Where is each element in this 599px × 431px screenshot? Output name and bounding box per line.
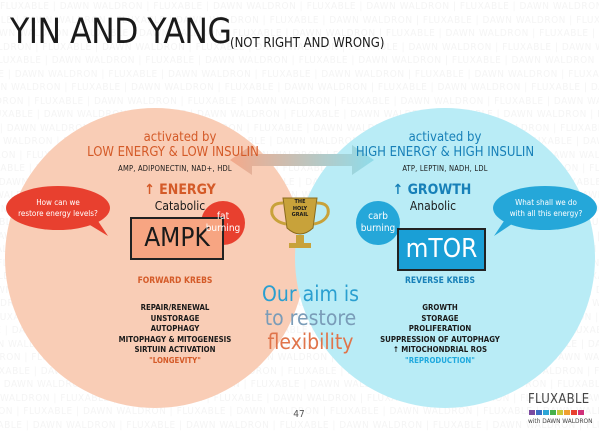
right-bubble-text: What shall we do with all this energy?: [509, 198, 583, 218]
brand-logo: FLUXABLE: [528, 392, 590, 407]
list-item: UNSTORAGE: [150, 313, 200, 323]
list-item: ↑ MITOCHONDRIAL ROS: [392, 345, 488, 355]
right-activated-label: activated by: [408, 130, 482, 145]
reproduction-label: "REPRODUCTION": [405, 355, 475, 365]
left-speech-bubble: [6, 186, 110, 230]
longevity-label: "LONGEVITY": [149, 355, 201, 365]
right-speech-bubble: [493, 186, 597, 230]
right-condition-label: HIGH ENERGY & HIGH INSULIN: [355, 145, 535, 160]
right-krebs-label: REVERSE KREBS: [405, 276, 475, 286]
up-arrow-icon: ↑: [392, 182, 404, 198]
up-arrow-icon: ↑: [144, 182, 155, 198]
left-markers: AMP, ADIPONECTIN, NAD+, HDL: [118, 164, 232, 173]
double-arrow-icon: [230, 145, 374, 175]
left-activated-label: activated by: [143, 130, 217, 145]
page-number: 47: [293, 409, 305, 420]
list-item: MITOPHAGY & MITOGENESIS: [118, 334, 232, 344]
mtor-box: mTOR: [397, 228, 486, 271]
ampk-label: AMPK: [144, 223, 210, 253]
brand-color-strip-icon: [529, 410, 584, 415]
carb-burning-text: carb burning: [360, 211, 396, 234]
list-item: SIRTUIN ACTIVATION: [134, 345, 216, 355]
list-item: PROLIFERATION: [408, 324, 472, 334]
left-mode-label: Catabolic: [154, 199, 206, 213]
left-condition-label: LOW ENERGY & LOW INSULIN: [87, 145, 259, 160]
mtor-label: mTOR: [405, 234, 478, 264]
brand-byline: with DAWN WALDRON: [528, 417, 593, 425]
left-energy-heading: ↑ ENERGY: [120, 182, 240, 198]
list-item: SUPPRESSION OF AUTOPHAGY: [380, 334, 500, 344]
fat-burning-text: fat burning: [205, 211, 241, 234]
holy-grail-trophy-icon: [270, 197, 330, 248]
page-title: YIN AND YANG: [10, 12, 232, 52]
aim-statement: Our aim is to restore flexibility: [262, 282, 359, 354]
list-item: AUTOPHAGY: [150, 324, 200, 334]
list-item: REPAIR/RENEWAL: [140, 303, 210, 312]
left-bubble-text: How can we restore energy levels?: [18, 198, 98, 218]
ampk-box: AMPK: [130, 217, 224, 260]
right-mode-label: Anabolic: [409, 199, 457, 213]
left-krebs-label: FORWARD KREBS: [137, 276, 213, 286]
holy-grail-label: THE HOLY GRAIL: [291, 199, 309, 218]
left-function-list: REPAIR/RENEWAL UNSTORAGE AUTOPHAGY MITOP…: [90, 303, 260, 367]
right-markers: ATP, LEPTIN, NADH, LDL: [402, 164, 488, 173]
right-function-list: GROWTH STORAGE PROLIFERATION SUPPRESSION…: [355, 303, 525, 367]
list-item: STORAGE: [421, 313, 459, 323]
growth-label: GROWTH: [407, 182, 472, 198]
page-subtitle: (NOT RIGHT AND WRONG): [230, 36, 385, 51]
energy-label: ENERGY: [159, 182, 216, 198]
right-growth-heading: ↑ GROWTH: [372, 182, 492, 198]
carb-burning-badge: [356, 201, 400, 245]
list-item: GROWTH: [422, 303, 458, 312]
